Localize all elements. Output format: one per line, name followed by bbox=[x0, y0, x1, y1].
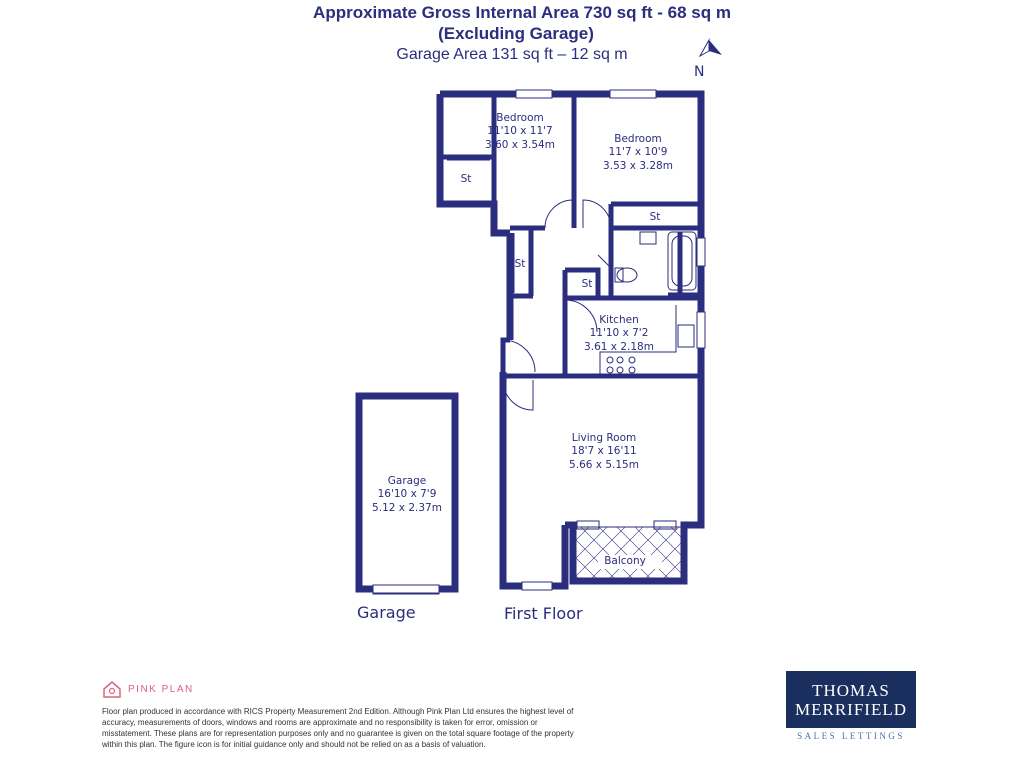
excluding-garage-note: (Excluding Garage) bbox=[438, 24, 594, 43]
room-imperial: 11'10 x 7'2 bbox=[590, 327, 649, 339]
room-metric: 3.53 x 3.28m bbox=[603, 160, 673, 172]
room-name: Bedroom bbox=[614, 133, 662, 145]
interior-walls bbox=[440, 97, 701, 379]
room-name: Bedroom bbox=[496, 112, 544, 124]
store-label: St bbox=[461, 173, 472, 185]
agent-name-line2: MERRIFIELD bbox=[795, 700, 907, 719]
garage-area-note: Garage Area 131 sq ft – 12 sq m bbox=[396, 46, 628, 63]
room-bedroom-1: Bedroom 11'10 x 11'7 3.60 x 3.54m bbox=[485, 112, 555, 151]
house-logo-icon bbox=[103, 681, 121, 698]
agent-name-line1: THOMAS bbox=[812, 681, 890, 700]
kitchen-fixtures bbox=[599, 305, 695, 375]
pink-plan-brand: PINK PLAN bbox=[102, 680, 194, 698]
wardrobe-lines bbox=[447, 159, 698, 293]
room-garage: Garage 16'10 x 7'9 5.12 x 2.37m bbox=[372, 475, 442, 514]
north-compass-icon: N bbox=[694, 38, 722, 80]
room-name: Living Room bbox=[572, 432, 636, 444]
garage-outline bbox=[355, 392, 459, 594]
garage-floor-label: Garage bbox=[357, 603, 416, 622]
room-metric: 5.12 x 2.37m bbox=[372, 502, 442, 514]
room-name: Garage bbox=[388, 475, 426, 487]
balcony bbox=[572, 526, 682, 580]
bathroom-fixtures bbox=[614, 231, 697, 291]
agent-tagline: SALES LETTINGS bbox=[797, 731, 905, 741]
store-label: St bbox=[650, 211, 661, 223]
room-imperial: 16'10 x 7'9 bbox=[378, 488, 437, 500]
store-label: St bbox=[515, 258, 526, 270]
plan-header: Approximate Gross Internal Area 730 sq f… bbox=[0, 2, 1024, 66]
room-imperial: 18'7 x 16'11 bbox=[571, 445, 636, 457]
brand-name: PINK PLAN bbox=[128, 683, 194, 695]
room-metric: 3.61 x 2.18m bbox=[584, 341, 654, 353]
disclaimer-text: Floor plan produced in accordance with R… bbox=[102, 707, 574, 749]
room-imperial: 11'7 x 10'9 bbox=[609, 146, 668, 158]
store-label: St bbox=[582, 278, 593, 290]
room-bedroom-2: Bedroom 11'7 x 10'9 3.53 x 3.28m bbox=[603, 133, 673, 172]
room-metric: 5.66 x 5.15m bbox=[569, 459, 639, 471]
balcony-label: Balcony bbox=[604, 555, 646, 567]
door-swings bbox=[440, 156, 612, 411]
room-imperial: 11'10 x 11'7 bbox=[487, 125, 552, 137]
gross-area-title: Approximate Gross Internal Area 730 sq f… bbox=[313, 3, 731, 22]
agent-logo: THOMAS MERRIFIELD bbox=[786, 671, 916, 728]
room-name: Kitchen bbox=[599, 314, 638, 326]
room-kitchen: Kitchen 11'10 x 7'2 3.61 x 2.18m bbox=[584, 314, 654, 353]
entrance-walls bbox=[500, 337, 510, 372]
room-living: Living Room 18'7 x 16'11 5.66 x 5.15m bbox=[569, 432, 639, 471]
north-label: N bbox=[694, 64, 704, 80]
room-metric: 3.60 x 3.54m bbox=[485, 139, 555, 151]
first-floor-label: First Floor bbox=[504, 604, 583, 623]
